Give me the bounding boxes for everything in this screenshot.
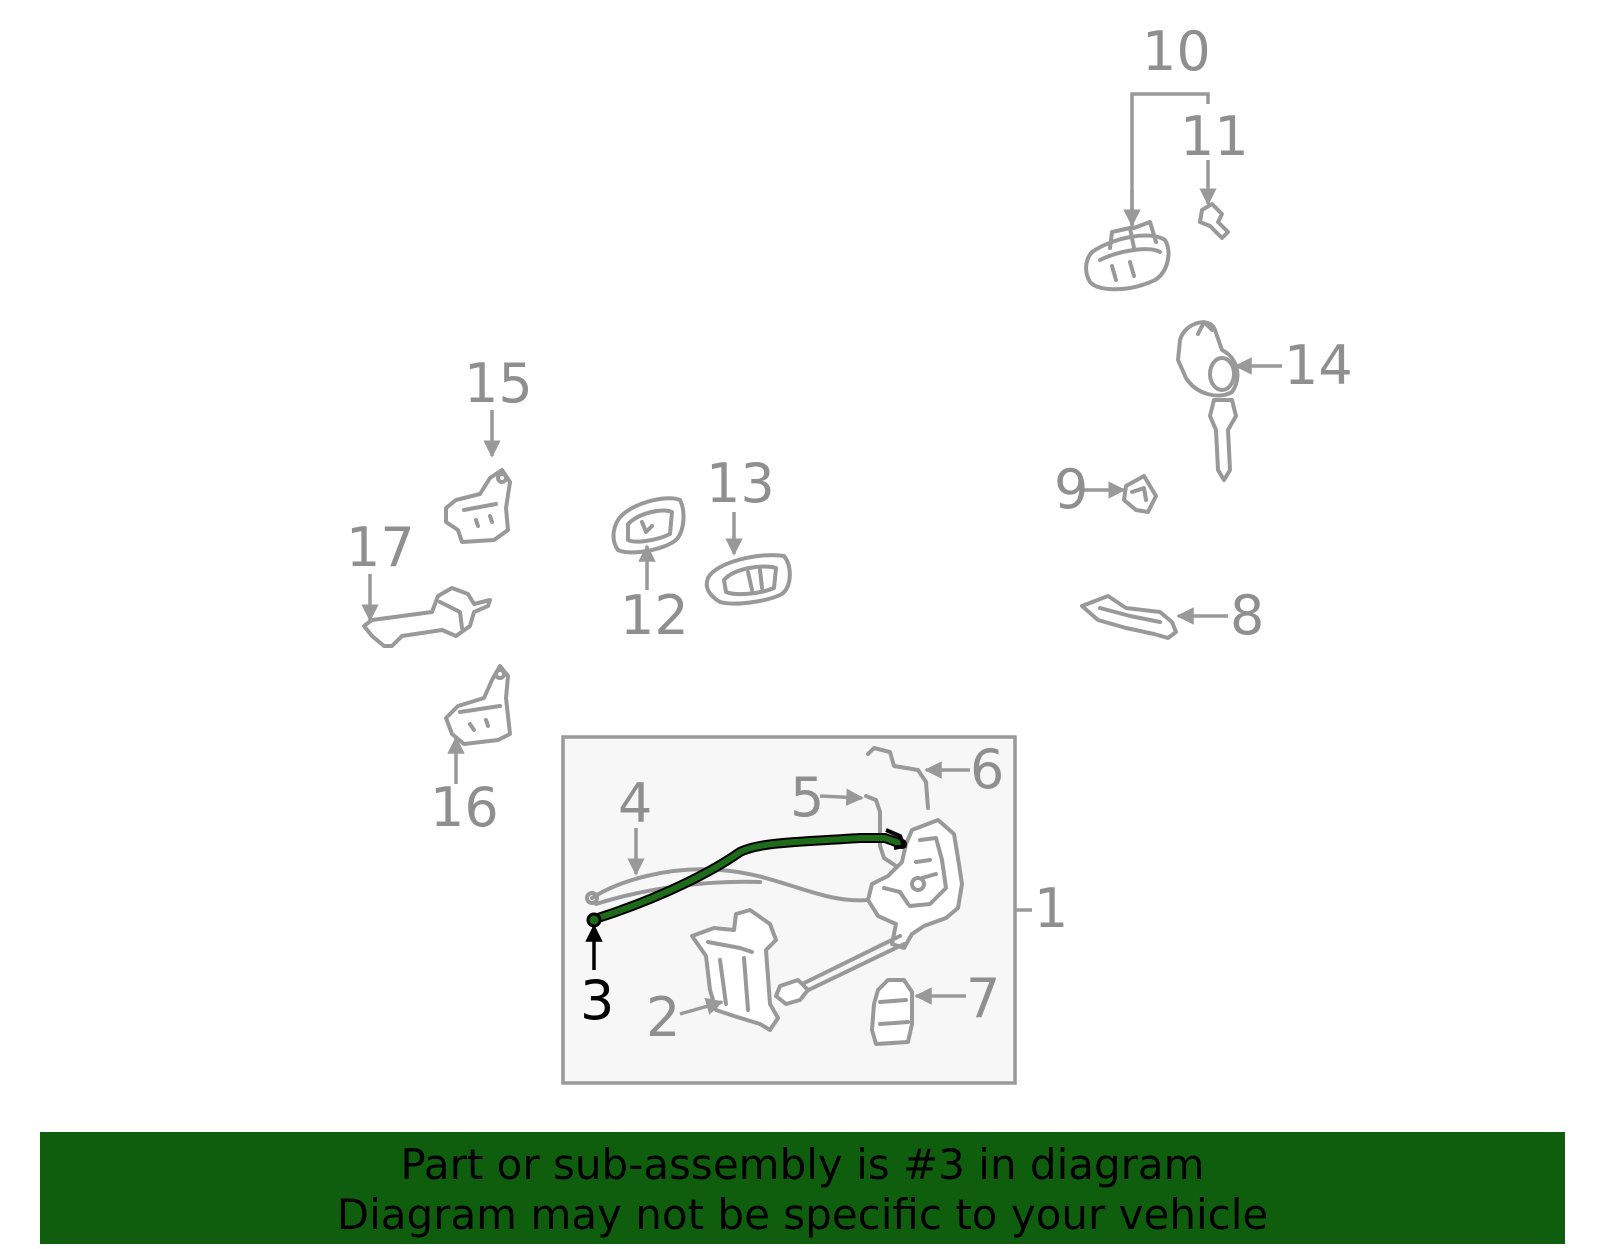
banner-line-2: Diagram may not be specific to your vehi… [336, 1190, 1269, 1239]
callout-17: 17 [346, 516, 415, 579]
callout-14: 14 [1284, 334, 1353, 397]
part-1-latch [774, 818, 964, 1006]
part-17-check-arm [362, 586, 492, 648]
part-7-cap [870, 978, 914, 1046]
part-6-rod [866, 746, 930, 810]
callout-16: 16 [430, 776, 499, 839]
callout-3: 3 [580, 969, 614, 1032]
part-11-clip [1198, 202, 1230, 240]
callout-10: 10 [1142, 20, 1211, 83]
callout-6: 6 [970, 738, 1004, 801]
part-9-trim [1122, 474, 1158, 514]
callout-13: 13 [706, 452, 775, 515]
part-15-upper-hinge [444, 468, 512, 544]
part-5-rod [864, 794, 898, 868]
part-8-bracket [1080, 594, 1178, 640]
banner-line-1: Part or sub-assembly is #3 in diagram [400, 1140, 1205, 1189]
part-14-lock-cylinder [1176, 320, 1240, 482]
callout-8: 8 [1230, 584, 1264, 647]
callout-2: 2 [646, 986, 680, 1049]
part-13-handle-bezel [704, 553, 792, 606]
callout-15: 15 [464, 352, 533, 415]
callout-1: 1 [1034, 877, 1068, 940]
part-3-cable-highlighted [586, 828, 907, 928]
info-banner: Part or sub-assembly is #3 in diagram Di… [40, 1132, 1565, 1244]
part-16-lower-hinge [444, 664, 512, 746]
leader-lines [361, 92, 1282, 1016]
callout-7: 7 [966, 967, 1000, 1030]
callout-9: 9 [1054, 458, 1088, 521]
callout-12: 12 [620, 584, 689, 647]
callout-4: 4 [618, 772, 652, 835]
part-10-outside-handle [1084, 220, 1171, 292]
callout-5: 5 [790, 766, 824, 829]
part-12-inside-handle [611, 496, 686, 555]
callout-11: 11 [1180, 105, 1249, 168]
